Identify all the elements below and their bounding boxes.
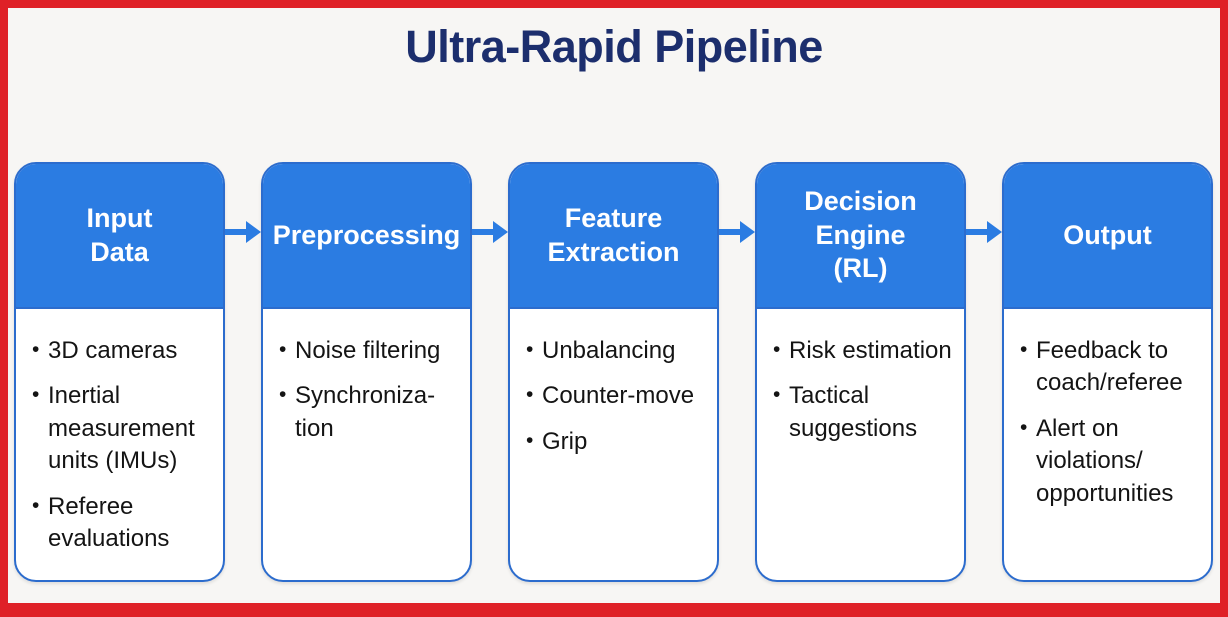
pipeline-step-card-decision-engine: Decision Engine (RL) Risk estimation Tac… xyxy=(755,162,966,582)
step-title: Feature Extraction xyxy=(510,164,717,309)
list-item: Grip xyxy=(525,426,709,458)
step-title: Decision Engine (RL) xyxy=(757,164,964,309)
list-item: Noise filtering xyxy=(278,335,462,367)
step-items: 3D cameras Inertial measurement units (I… xyxy=(16,309,223,580)
list-item: Alert on violations/ opportunities xyxy=(1019,413,1203,510)
list-item: Feedback to coach/referee xyxy=(1019,335,1203,400)
list-item: Synchroniza- tion xyxy=(278,380,462,445)
step-title: Input Data xyxy=(16,164,223,309)
arrow-right-icon xyxy=(225,162,261,245)
list-item: Inertial measurement units (IMUs) xyxy=(31,380,215,477)
pipeline-step-card-preprocessing: Preprocessing Noise filtering Synchroniz… xyxy=(261,162,472,582)
step-items: Feedback to coach/referee Alert on viola… xyxy=(1004,309,1211,580)
pipeline-step-card-feature-extraction: Feature Extraction Unbalancing Counter-m… xyxy=(508,162,719,582)
page-title: Ultra-Rapid Pipeline xyxy=(405,21,823,72)
arrow-right-icon xyxy=(472,162,508,245)
list-item: Counter-move xyxy=(525,380,709,412)
list-item: Unbalancing xyxy=(525,335,709,367)
list-item: Tactical suggestions xyxy=(772,380,956,445)
step-items: Unbalancing Counter-move Grip xyxy=(510,309,717,580)
step-items: Risk estimation Tactical suggestions xyxy=(757,309,964,580)
list-item: 3D cameras xyxy=(31,335,215,367)
step-title: Output xyxy=(1004,164,1211,309)
step-title: Preprocessing xyxy=(263,164,470,309)
arrow-right-icon xyxy=(719,162,755,245)
step-items: Noise filtering Synchroniza- tion xyxy=(263,309,470,580)
pipeline-step-card-input-data: Input Data 3D cameras Inertial measureme… xyxy=(14,162,225,582)
list-item: Referee evaluations xyxy=(31,491,215,556)
pipeline-step-card-output: Output Feedback to coach/referee Alert o… xyxy=(1002,162,1213,582)
arrow-right-icon xyxy=(966,162,1002,245)
pipeline-row: Input Data 3D cameras Inertial measureme… xyxy=(14,162,1220,582)
list-item: Risk estimation xyxy=(772,335,956,367)
